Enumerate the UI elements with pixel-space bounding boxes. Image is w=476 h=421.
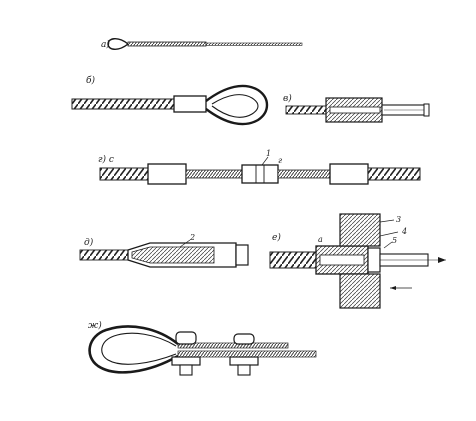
- panel-g-rod-left: [185, 169, 243, 179]
- panel-e-callout-4: 4: [401, 227, 407, 236]
- panel-g: г) с 1 г: [98, 149, 421, 185]
- panel-a: а): [101, 38, 303, 50]
- panel-e-callout-5: 5: [392, 236, 397, 245]
- panel-g-callout-2: г: [278, 156, 282, 165]
- panel-g-label: г) с: [98, 154, 114, 165]
- panel-b-ferrule: [173, 95, 207, 113]
- panel-d-socket-end: [235, 244, 249, 266]
- panel-g-coupling: [241, 164, 279, 184]
- panel-e-socket-core: [319, 254, 365, 266]
- panel-e: е) 3 4 5 а: [269, 213, 446, 309]
- panel-b-thimble-inner: [211, 94, 259, 118]
- panel-zh-thimble-inner: [101, 332, 177, 365]
- panel-a-eye: [107, 38, 130, 50]
- panel-b: б): [71, 75, 269, 126]
- panel-v-label: в): [283, 93, 292, 104]
- panel-a-label: а): [101, 39, 110, 50]
- panel-g-callout-1-leader: [261, 156, 269, 166]
- panel-g-rope-left: [99, 167, 149, 181]
- panel-g-rod-right: [277, 169, 331, 179]
- panel-a-cable-thick: [127, 41, 207, 47]
- panel-zh-rope-lower: [177, 350, 317, 358]
- panel-g-callout-1: 1: [266, 149, 271, 158]
- panel-v-rope: [285, 105, 327, 115]
- panel-b-rope: [71, 98, 175, 110]
- panel-d-callout-2: 2: [189, 233, 195, 242]
- panel-zh-rope-upper: [177, 342, 289, 349]
- panel-e-callout-a: а: [318, 235, 323, 244]
- panel-zh-clamp-right-saddle: [229, 356, 259, 366]
- panel-v: в): [283, 93, 430, 123]
- panel-e-label: е): [272, 232, 281, 243]
- panel-g-ferrule-right: [329, 163, 369, 185]
- panel-zh-thimble-outer: [88, 325, 179, 374]
- panel-a-cable-thin: [205, 42, 303, 46]
- panel-zh-clamp-left-nut: [179, 364, 193, 376]
- panel-zh: ж): [88, 320, 317, 376]
- panel-e-rope: [269, 251, 317, 269]
- panel-e-callout-3: 3: [396, 215, 401, 224]
- panel-zh-clamp-left-ubolt: [175, 331, 197, 345]
- panel-e-wall-top: [339, 213, 381, 247]
- panel-e-callout-5-leader: [383, 241, 393, 249]
- panel-d-socket-cone: [131, 246, 215, 264]
- panel-d-label: д): [84, 237, 94, 248]
- panel-e-callout-3-leader: [379, 219, 395, 223]
- panel-d: д) 2: [79, 233, 249, 268]
- panel-v-socket-core: [329, 106, 381, 114]
- panel-g-ferrule-left: [147, 163, 187, 185]
- panel-e-nut: [367, 247, 381, 273]
- panel-zh-clamp-left-saddle: [171, 356, 201, 366]
- panel-b-label: б): [86, 75, 95, 86]
- panel-g-rope-right: [367, 167, 421, 181]
- panel-zh-label: ж): [88, 320, 102, 331]
- panel-e-wall-bottom: [339, 273, 381, 309]
- panel-e-arrow: [438, 257, 446, 263]
- panel-e-arrow-low-head: [390, 286, 396, 290]
- panel-v-bolt-end: [423, 103, 430, 117]
- panel-zh-clamp-right-nut: [237, 364, 251, 376]
- panel-zh-clamp-right-ubolt: [233, 333, 255, 345]
- panel-d-callout-2-leader: [179, 239, 191, 248]
- panel-e-callout-4-leader: [379, 231, 399, 237]
- panel-d-rope: [79, 249, 129, 261]
- panel-b-thimble-outer: [205, 84, 269, 126]
